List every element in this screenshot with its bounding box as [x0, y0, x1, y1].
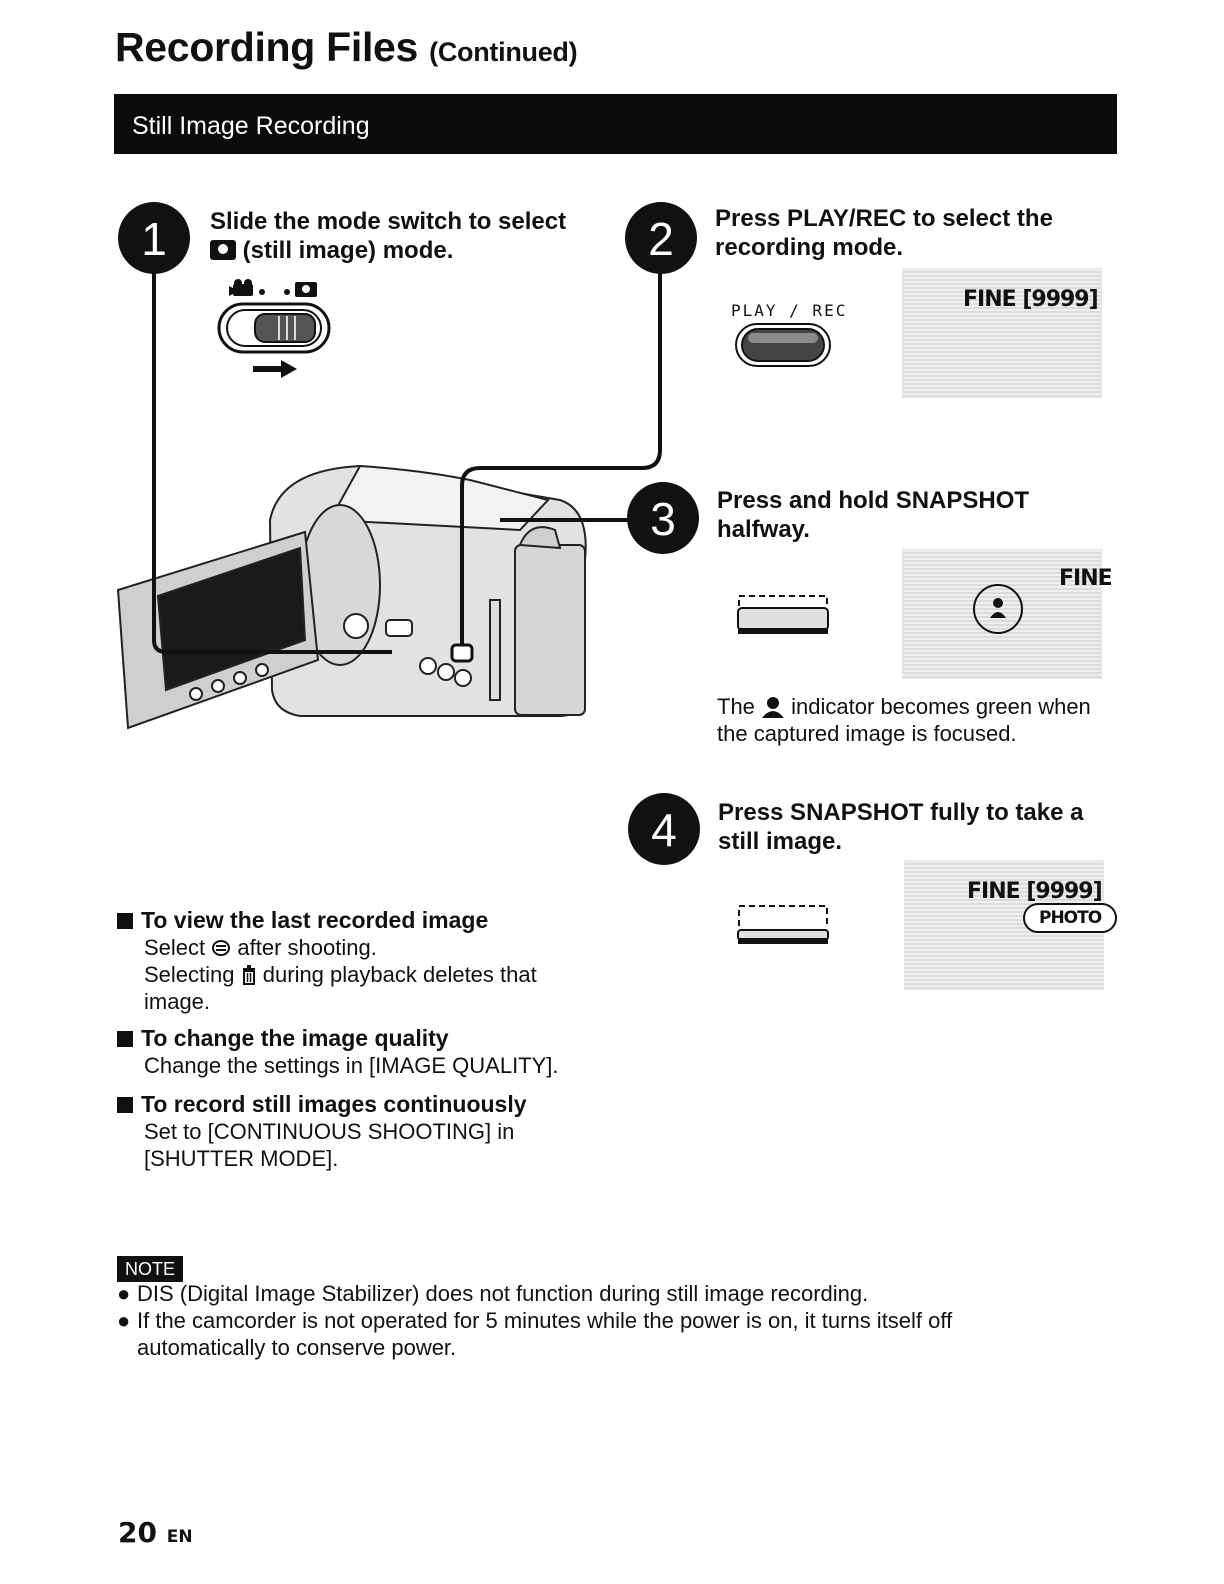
tip-1-after: after shooting. [237, 935, 377, 960]
focus-note-line2: the captured image is focused. [717, 721, 1017, 746]
snapshot-full-press[interactable] [734, 900, 834, 950]
arrow-right-icon [253, 360, 297, 378]
camera-icon [284, 282, 317, 297]
page-number-value: 20 [118, 1516, 157, 1549]
photo-indicator: PHOTO [1023, 903, 1118, 933]
tip-1-selecting: Selecting [144, 962, 235, 987]
face-detect-icon [973, 584, 1023, 634]
snapshot-half-press[interactable] [734, 590, 834, 640]
camcorder-body [268, 464, 587, 717]
lcd-status-row: FINE [9999] [963, 287, 1099, 312]
lcd-panel [116, 530, 320, 730]
step-4-line2: still image. [718, 828, 843, 855]
step-1-line2-wrap: (still image) mode. [210, 236, 566, 265]
step-2-line2: recording mode. [715, 234, 904, 261]
step-2-badge: 2 [625, 202, 697, 274]
focus-note-line1: The indicator becomes green when [717, 693, 1091, 720]
remaining-count-4: [9999] [1026, 879, 1102, 904]
tip-1-select: Select [144, 935, 206, 960]
tip-2-head: To change the image quality [117, 1024, 597, 1052]
note-item-2: ●If the camcorder is not operated for 5 … [117, 1308, 953, 1333]
lcd-preview-step-4: FINE [9999] PHOTO [904, 860, 1118, 990]
step-3-line2: halfway. [717, 516, 810, 543]
lcd-preview-step-3: FINE [902, 549, 1113, 679]
tip-3-line1: Set to [CONTINUOUS SHOOTING] in [144, 1119, 515, 1144]
step-1-badge: 1 [118, 202, 190, 274]
section-header: Still Image Recording [114, 94, 1117, 154]
step-1-text: Slide the mode switch to select (still i… [210, 207, 566, 265]
mode-switch[interactable] [215, 278, 335, 382]
play-rec-button[interactable] [734, 322, 834, 368]
trash-icon [242, 965, 255, 985]
quality-fine-4: FINE [967, 879, 1021, 904]
focus-note-post: indicator becomes green when [791, 694, 1091, 719]
tip-2-body: Change the settings in [IMAGE QUALITY]. [144, 1053, 559, 1078]
step-4-badge: 4 [628, 793, 700, 865]
page-title: Recording Files (Continued) [115, 24, 578, 71]
focus-note: The indicator becomes green when the cap… [717, 693, 1091, 747]
tip-1-during: during playback deletes that [262, 962, 537, 987]
note-badge: NOTE [117, 1256, 184, 1282]
tip-1-image: image. [144, 989, 211, 1014]
camera-icon [210, 240, 236, 260]
tip-3-body: Set to [CONTINUOUS SHOOTING] in [SHUTTER… [117, 1118, 597, 1172]
quality-fine: FINE [963, 287, 1017, 312]
tip-3-line2: [SHUTTER MODE]. [144, 1146, 339, 1171]
review-icon [212, 940, 231, 956]
lcd-status-row-4: FINE [9999] [967, 879, 1103, 904]
title-suffix: (Continued) [429, 37, 578, 67]
leader-lines [152, 265, 662, 654]
step-4-text: Press SNAPSHOT fully to take a still ima… [718, 798, 1083, 856]
title-main: Recording Files [115, 24, 419, 70]
note-list: ●DIS (Digital Image Stabilizer) does not… [117, 1280, 952, 1361]
tips-section: To view the last recorded image Select a… [117, 906, 597, 1172]
focus-note-pre: The [717, 694, 755, 719]
step-3-line1: Press and hold SNAPSHOT [717, 487, 1030, 514]
play-rec-label: PLAY / REC [731, 301, 848, 320]
remaining-count: [9999] [1022, 287, 1098, 312]
note-item-2-cont: automatically to conserve power. [137, 1335, 457, 1360]
video-camera-icon [229, 279, 265, 296]
person-icon [762, 697, 785, 718]
tip-3-head: To record still images continuously [117, 1090, 597, 1118]
lcd-preview-step-2: FINE [9999] [902, 268, 1102, 398]
note-item-1: ●DIS (Digital Image Stabilizer) does not… [117, 1281, 869, 1306]
page-number: 20 EN [118, 1516, 193, 1549]
step-4-line1: Press SNAPSHOT fully to take a [718, 799, 1084, 826]
quality-fine-3: FINE [1059, 566, 1113, 591]
tip-1-body: Select after shooting. Selecting during … [117, 934, 597, 1015]
step-2-line1: Press PLAY/REC to select the [715, 205, 1053, 232]
page-lang: EN [166, 1527, 193, 1547]
step-1-line1: Slide the mode switch to select [210, 208, 567, 235]
tip-1-head: To view the last recorded image [117, 906, 597, 934]
step-3-text: Press and hold SNAPSHOT halfway. [717, 486, 1029, 544]
step-1-line2: (still image) mode. [242, 237, 454, 264]
step-2-text: Press PLAY/REC to select the recording m… [715, 204, 1053, 262]
step-3-badge: 3 [627, 482, 699, 554]
